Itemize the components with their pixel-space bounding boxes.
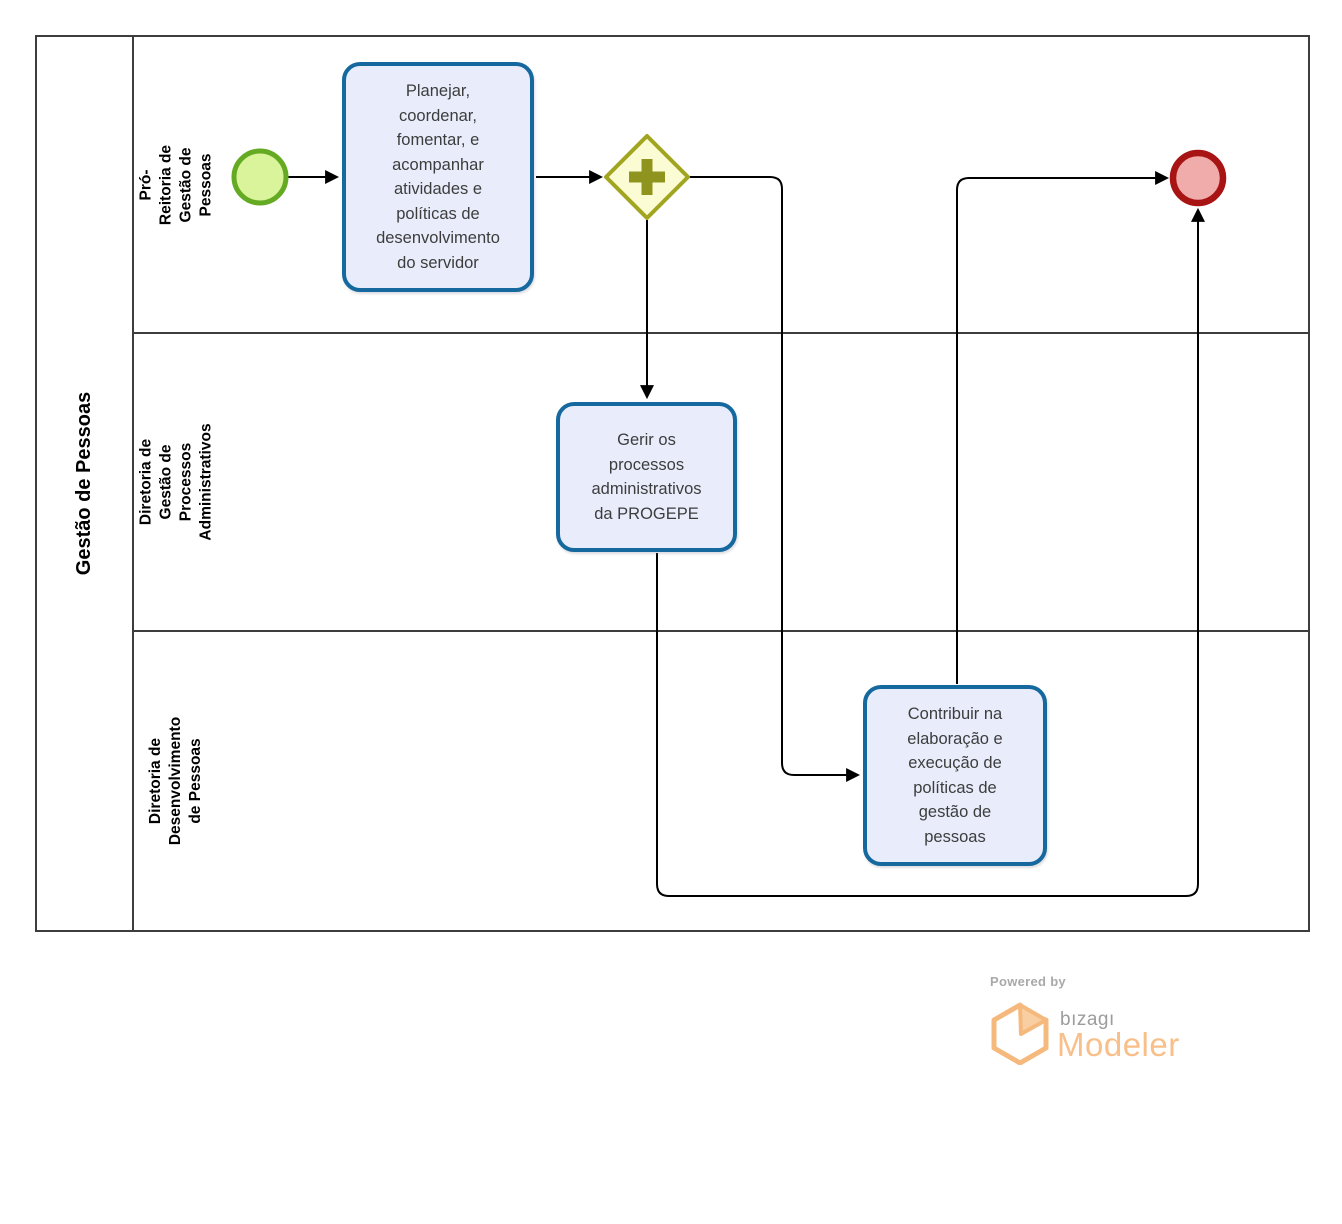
end-event[interactable]	[1169, 149, 1227, 207]
bizagi-hexagon-icon	[991, 1002, 1049, 1065]
lane-gestao-processos: Diretoria de Gestão de Processos Adminis…	[134, 332, 1308, 630]
lane-label-cell: Diretoria de Desenvolvimento de Pessoas	[134, 632, 219, 930]
bizagi-branding: Powered by bızagı Modeler	[988, 974, 1248, 1084]
task-label: Planejar, coordenar, fomentar, e acompan…	[376, 82, 500, 272]
bizagi-brand-label: bızagı	[1060, 1009, 1115, 1030]
lane-label: Pró-Reitoria de Gestão de Pessoas	[137, 144, 215, 225]
start-event[interactable]	[231, 148, 289, 206]
lanes-container: Pró-Reitoria de Gestão de Pessoas Direto…	[134, 37, 1308, 930]
flow-gerir-to-end[interactable]	[656, 207, 1205, 897]
task-gerir[interactable]: Gerir os processos administrativos da PR…	[556, 402, 737, 552]
process-pool: Gestão de Pessoas Pró-Reitoria de Gestão…	[35, 35, 1310, 932]
lane-label: Diretoria de Gestão de Processos Adminis…	[137, 423, 215, 541]
powered-by-label: Powered by	[990, 974, 1066, 989]
lane-desenvolvimento: Diretoria de Desenvolvimento de Pessoas	[134, 630, 1308, 930]
task-contribuir[interactable]: Contribuir na elaboração e execução de p…	[863, 685, 1047, 866]
task-label: Contribuir na elaboração e execução de p…	[907, 705, 1003, 846]
task-planejar[interactable]: Planejar, coordenar, fomentar, e acompan…	[342, 62, 534, 292]
lane-label: Diretoria de Desenvolvimento de Pessoas	[147, 716, 205, 846]
modeler-product-label: Modeler	[1057, 1026, 1180, 1063]
task-label: Gerir os processos administrativos da PR…	[591, 431, 702, 523]
flow-gateway-to-contribuir[interactable]	[689, 176, 861, 782]
lane-label-cell: Diretoria de Gestão de Processos Adminis…	[134, 334, 219, 630]
pool-title: Gestão de Pessoas	[73, 391, 95, 576]
pool-header: Gestão de Pessoas	[37, 37, 134, 930]
flow-contribuir-to-end[interactable]	[956, 171, 1170, 684]
lane-label-cell: Pró-Reitoria de Gestão de Pessoas	[134, 37, 219, 332]
